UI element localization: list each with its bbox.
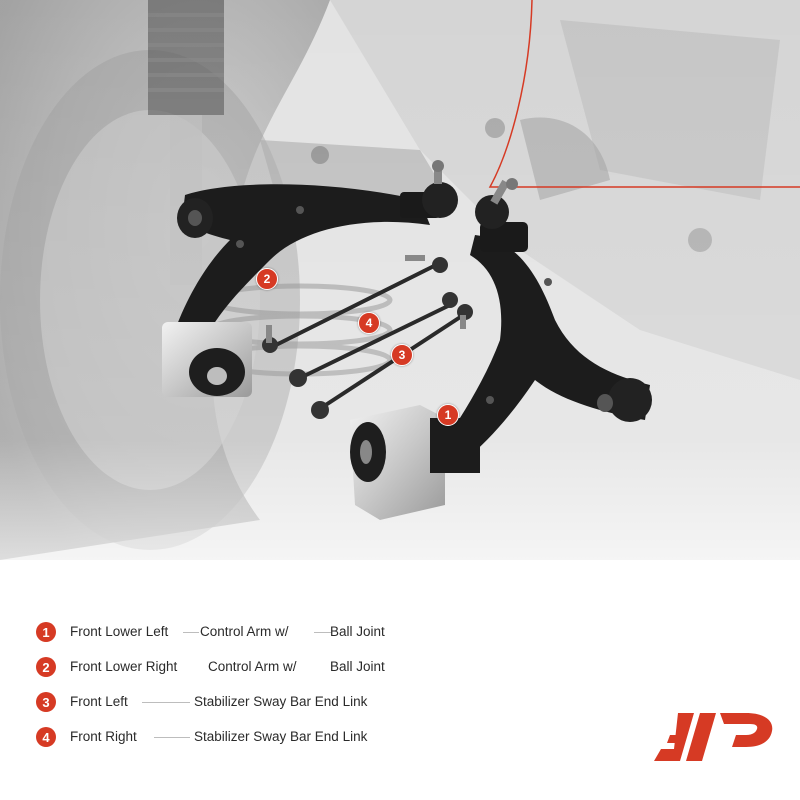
legend-divider <box>154 737 190 738</box>
legend-row: 2 Front Lower Right Control Arm w/ Ball … <box>36 655 385 679</box>
brand-logo-icon <box>654 713 773 761</box>
legend-part: Stabilizer Sway Bar End Link <box>194 729 368 744</box>
callout-part-4: 4 <box>358 312 380 334</box>
legend-row: 4 Front Right Stabilizer Sway Bar End Li… <box>36 725 367 749</box>
legend-part: Stabilizer Sway Bar End Link <box>194 694 368 709</box>
control-arm-left <box>162 160 458 397</box>
legend-row: 3 Front Left Stabilizer Sway Bar End Lin… <box>36 690 367 714</box>
legend-feature: Ball Joint <box>330 659 385 674</box>
legend-number-badge: 4 <box>36 727 56 747</box>
legend-number-badge: 3 <box>36 692 56 712</box>
legend-position: Front Left <box>70 694 128 709</box>
legend-part: Control Arm w/ <box>208 659 297 674</box>
callout-part-1: 1 <box>437 404 459 426</box>
legend-position: Front Lower Left <box>70 624 169 639</box>
legend-number-badge: 2 <box>36 657 56 677</box>
control-arm-right <box>350 178 652 520</box>
legend-divider <box>183 632 199 633</box>
legend-position: Front Right <box>70 729 137 744</box>
legend-number-badge: 1 <box>36 622 56 642</box>
callout-part-2: 2 <box>256 268 278 290</box>
callout-part-3: 3 <box>391 344 413 366</box>
legend-row: 1 Front Lower Left Control Arm w/ Ball J… <box>36 620 385 644</box>
legend-divider <box>314 632 332 633</box>
legend-feature: Ball Joint <box>330 624 385 639</box>
legend-part: Control Arm w/ <box>200 624 289 639</box>
legend-position: Front Lower Right <box>70 659 178 674</box>
legend-divider <box>142 702 190 703</box>
